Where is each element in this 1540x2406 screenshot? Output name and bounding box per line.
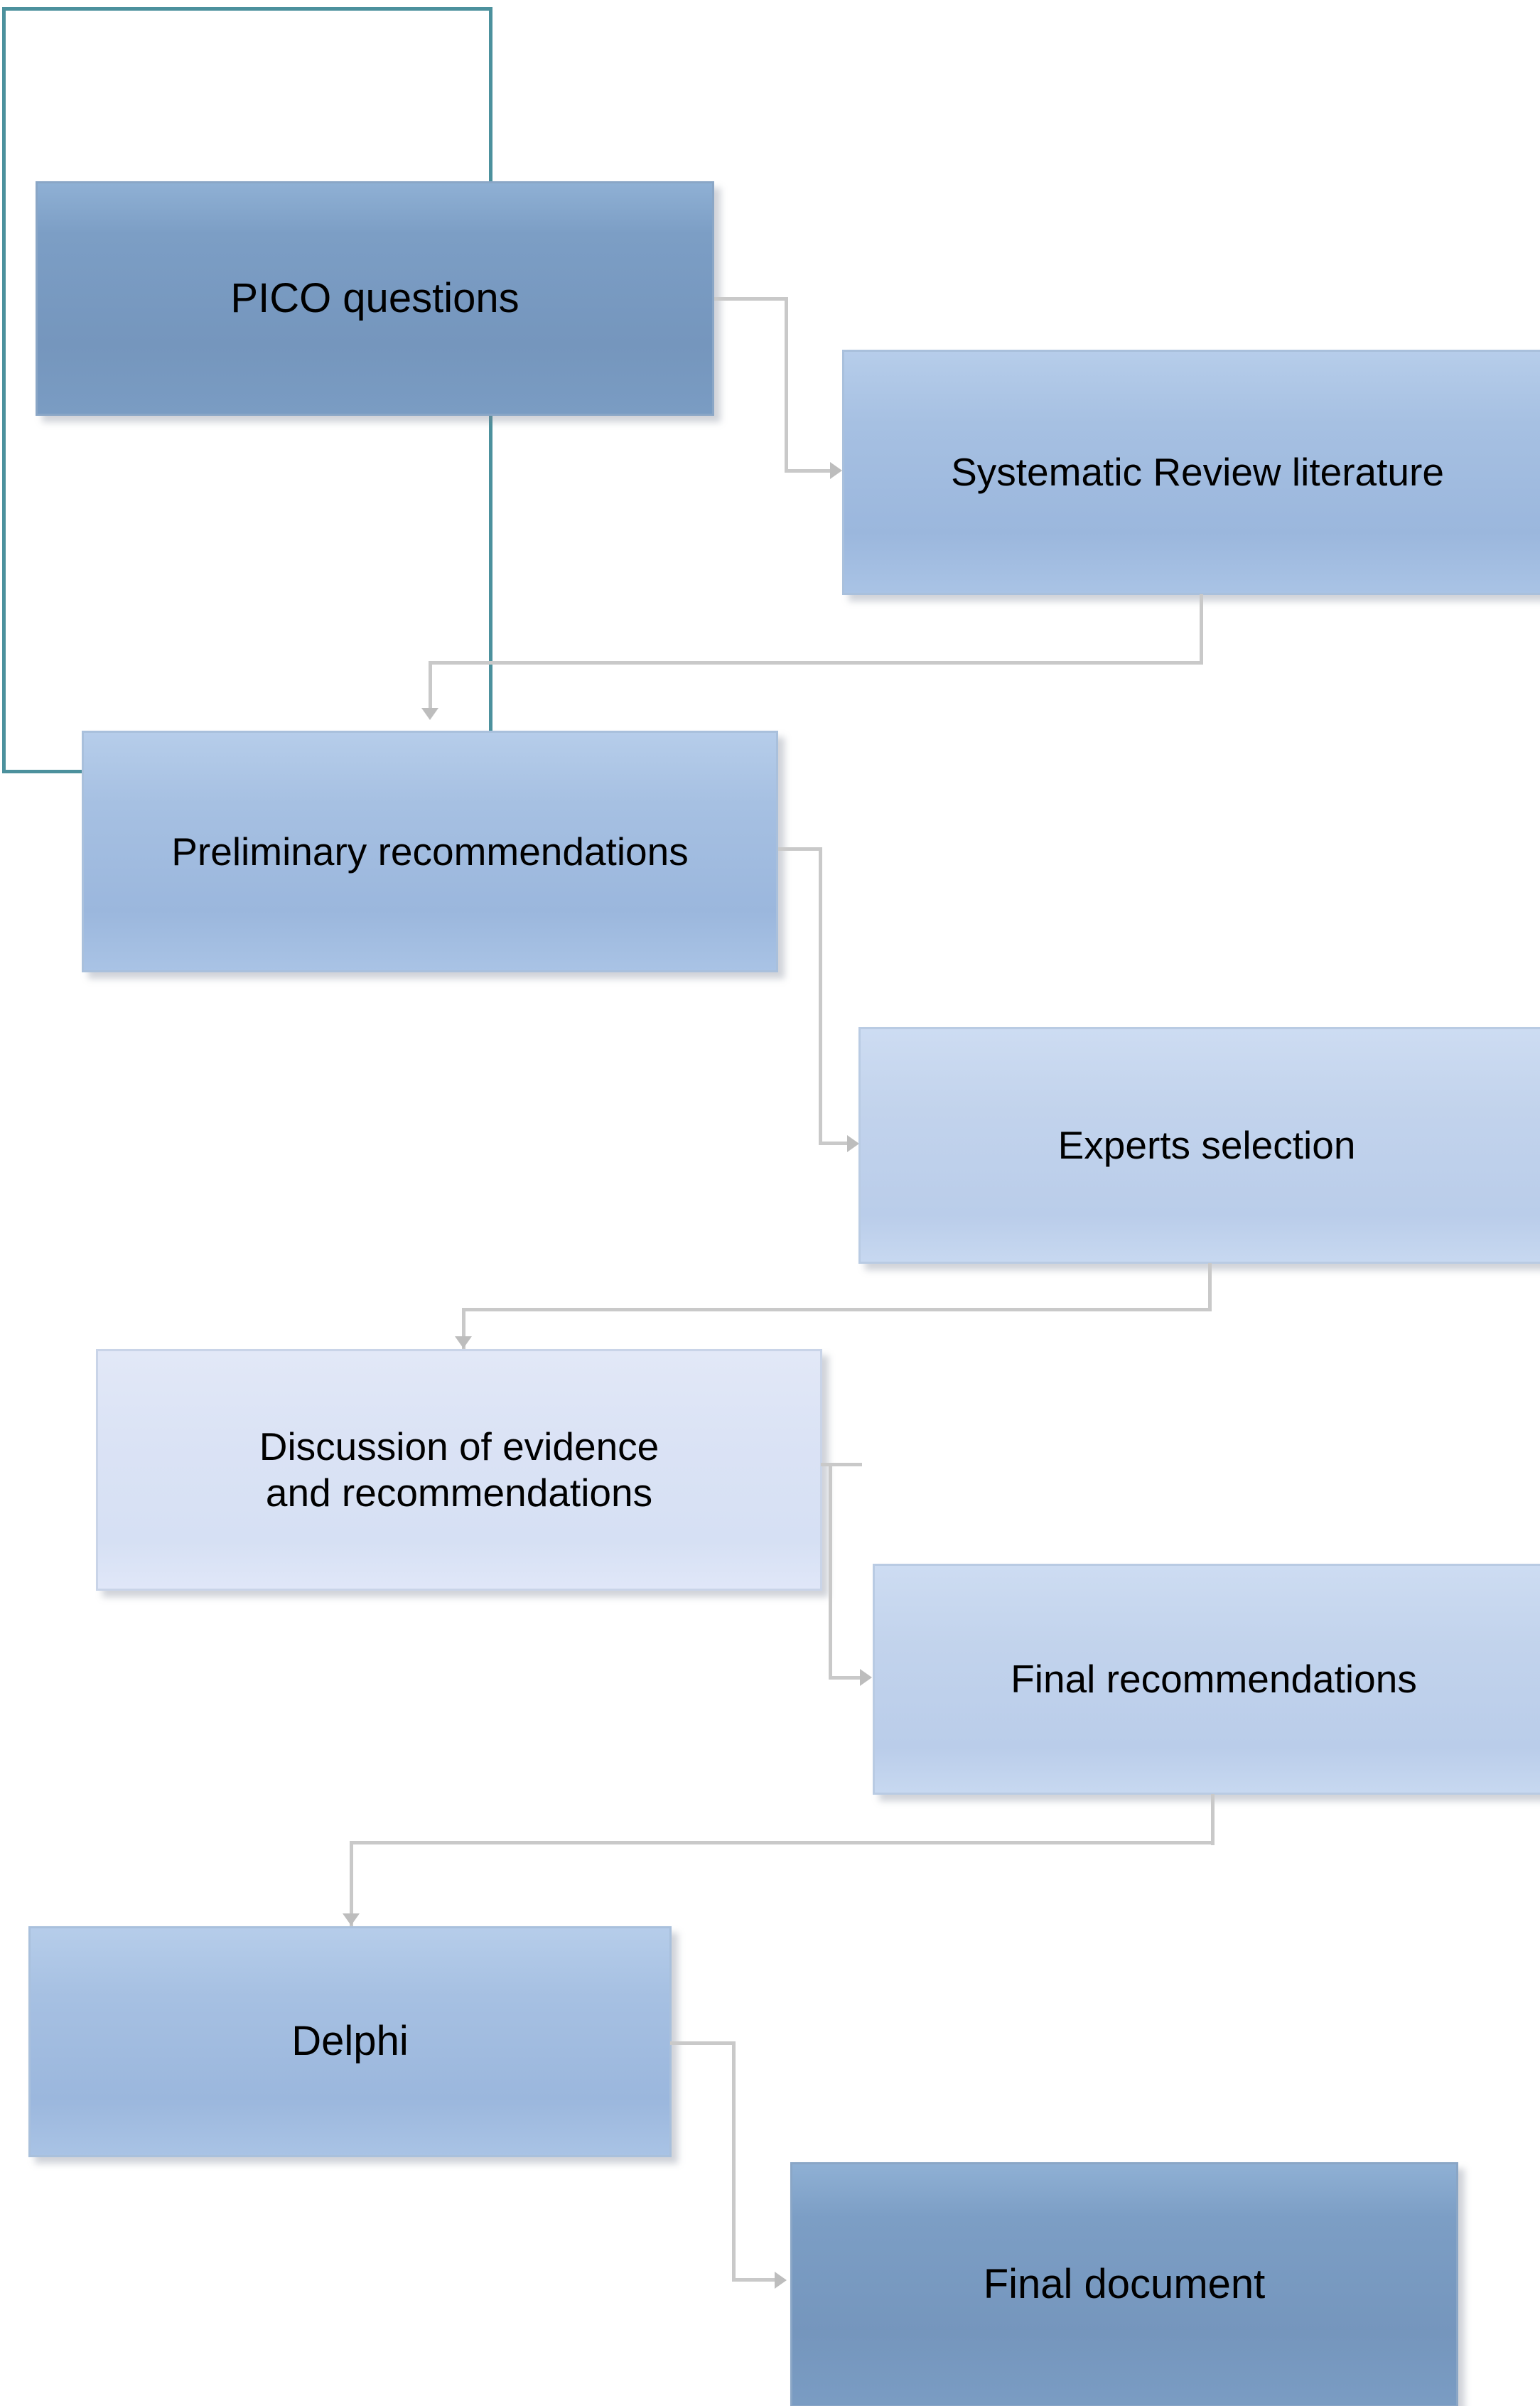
node-label: PICO questions — [230, 274, 519, 321]
node-label: Systematic Review literature — [951, 450, 1444, 495]
node-label: Preliminary recommendations — [171, 829, 689, 874]
node-label: Discussion of evidence and recommendatio… — [259, 1424, 659, 1515]
edge-final-rec-to-delphi-seg-h — [350, 1841, 1215, 1844]
edge-pico-to-systematic-arrowhead — [830, 462, 842, 479]
edge-discussion-to-final-rec-seg-h1 — [821, 1463, 862, 1466]
edge-pico-to-systematic-seg-v — [785, 297, 788, 471]
node-pico-questions[interactable]: PICO questions — [36, 181, 714, 416]
node-label: Experts selection — [1057, 1123, 1356, 1168]
edge-experts-to-discussion-seg-v2 — [462, 1308, 465, 1352]
node-preliminary-recommendations[interactable]: Preliminary recommendations — [82, 731, 778, 972]
edge-discussion-to-final-rec-arrowhead — [860, 1669, 872, 1686]
edge-systematic-to-preliminary-arrowhead — [421, 708, 438, 720]
edge-pico-to-systematic-seg-h2 — [785, 469, 831, 473]
node-systematic-review-literature[interactable]: Systematic Review literature — [842, 350, 1540, 595]
node-label: Final recommendations — [1011, 1657, 1417, 1702]
edge-preliminary-to-experts-seg-v — [819, 847, 822, 1144]
edge-discussion-to-final-rec-seg-v — [829, 1463, 832, 1680]
edge-final-rec-to-delphi-seg-v1 — [1211, 1794, 1215, 1845]
edge-delphi-to-final-doc-seg-h1 — [670, 2041, 736, 2045]
edge-systematic-to-preliminary-seg-h — [429, 661, 1203, 665]
edge-preliminary-to-experts-seg-h1 — [778, 847, 822, 851]
edge-final-rec-to-delphi-arrowhead — [343, 1913, 360, 1926]
edge-delphi-to-final-doc-arrowhead — [775, 2272, 787, 2289]
node-label: Delphi — [291, 2018, 409, 2065]
edge-preliminary-to-experts-seg-h2 — [819, 1142, 849, 1145]
edge-experts-to-discussion-seg-h — [462, 1308, 1212, 1311]
edge-discussion-to-final-rec-seg-h2 — [829, 1676, 861, 1680]
node-discussion-of-evidence[interactable]: Discussion of evidence and recommendatio… — [96, 1349, 822, 1591]
node-label: Final document — [983, 2261, 1266, 2308]
edge-systematic-to-preliminary-seg-v1 — [1200, 594, 1203, 664]
node-delphi[interactable]: Delphi — [28, 1926, 672, 2157]
edge-delphi-to-final-doc-seg-h2 — [732, 2278, 776, 2282]
edge-experts-to-discussion-arrowhead — [455, 1336, 472, 1348]
node-experts-selection[interactable]: Experts selection — [858, 1027, 1540, 1264]
edge-preliminary-to-experts-arrowhead — [847, 1135, 859, 1152]
node-final-document[interactable]: Final document — [790, 2162, 1458, 2406]
edge-delphi-to-final-doc-seg-v — [732, 2041, 736, 2282]
edge-systematic-to-preliminary-seg-v2 — [429, 661, 432, 711]
edge-pico-to-systematic-seg-h1 — [714, 297, 788, 301]
edge-experts-to-discussion-seg-v1 — [1208, 1263, 1212, 1311]
node-final-recommendations[interactable]: Final recommendations — [873, 1564, 1540, 1795]
edge-final-rec-to-delphi-seg-v2 — [350, 1841, 353, 1926]
